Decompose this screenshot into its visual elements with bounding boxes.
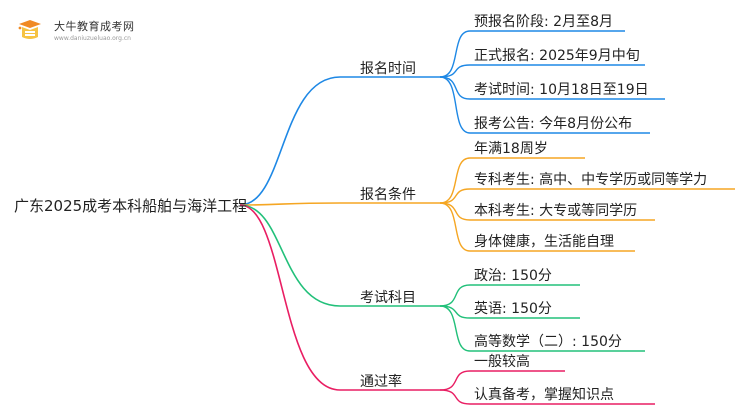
logo-name: 大牛教育成考网 [54, 20, 135, 33]
branch-label: 报名条件 [360, 187, 416, 203]
leaf-label: 政治: 150分 [474, 268, 552, 284]
leaf-label: 预报名阶段: 2月至8月 [474, 14, 613, 30]
logo-url: www.daniuzueluao.org.cn [54, 35, 131, 42]
leaf-label: 年满18周岁 [474, 141, 548, 157]
leaf-link [439, 157, 471, 204]
branch-link [239, 204, 341, 307]
root-node: 广东2025成考本科船舶与海洋工程 [14, 197, 248, 215]
graduation-book-icon [18, 20, 41, 39]
leaf-label: 正式报名: 2025年9月中旬 [474, 48, 640, 64]
site-logo: 大牛教育成考网 www.daniuzueluao.org.cn [10, 12, 170, 52]
branch-link [239, 204, 341, 391]
branch-link [239, 76, 341, 206]
branch-label: 通过率 [360, 374, 402, 390]
leaf-label: 身体健康，生活能自理 [474, 234, 614, 250]
leaf-link [439, 202, 471, 252]
leaf-link [439, 64, 471, 78]
leaf-link [439, 305, 471, 319]
leaf-link [439, 305, 471, 352]
leaf-link [439, 202, 471, 221]
leaf-label: 考试时间: 10月18日至19日 [474, 82, 649, 98]
leaf-label: 报考公告: 今年8月份公布 [474, 116, 633, 132]
leaf-link [439, 188, 471, 204]
leaf-label: 一般较高 [474, 354, 530, 370]
branch-label: 考试科目 [360, 290, 416, 306]
leaf-link [439, 389, 471, 405]
branch-label: 报名时间 [360, 61, 416, 77]
leaf-link [439, 76, 471, 100]
leaf-link [439, 76, 471, 134]
leaf-label: 专科考生: 高中、中专学历或同等学力 [474, 172, 708, 188]
leaf-link [439, 30, 471, 78]
leaf-link [439, 370, 471, 391]
leaf-label: 英语: 150分 [474, 301, 552, 317]
leaf-label: 本科考生: 大专或等同学历 [474, 203, 638, 219]
leaf-label: 高等数学（二）: 150分 [474, 334, 622, 350]
leaf-link [439, 284, 471, 307]
branch-link [239, 202, 341, 206]
leaf-label: 认真备考，掌握知识点 [474, 387, 614, 403]
